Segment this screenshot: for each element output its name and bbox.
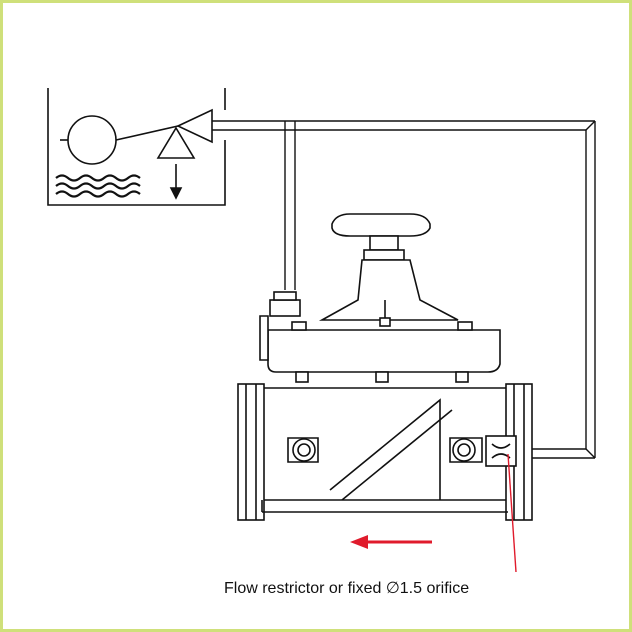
main-valve-icon — [237, 213, 533, 521]
float-tank-icon — [47, 88, 226, 206]
flow-direction-arrow-icon — [350, 535, 432, 549]
orifice-caption: Flow restrictor or fixed ∅1.5 orifice — [224, 580, 470, 597]
pilot-valve-icon — [156, 108, 213, 200]
leader-line — [507, 453, 517, 573]
pilot-tubing — [212, 120, 596, 459]
orifice-restrictor-icon — [485, 435, 517, 467]
